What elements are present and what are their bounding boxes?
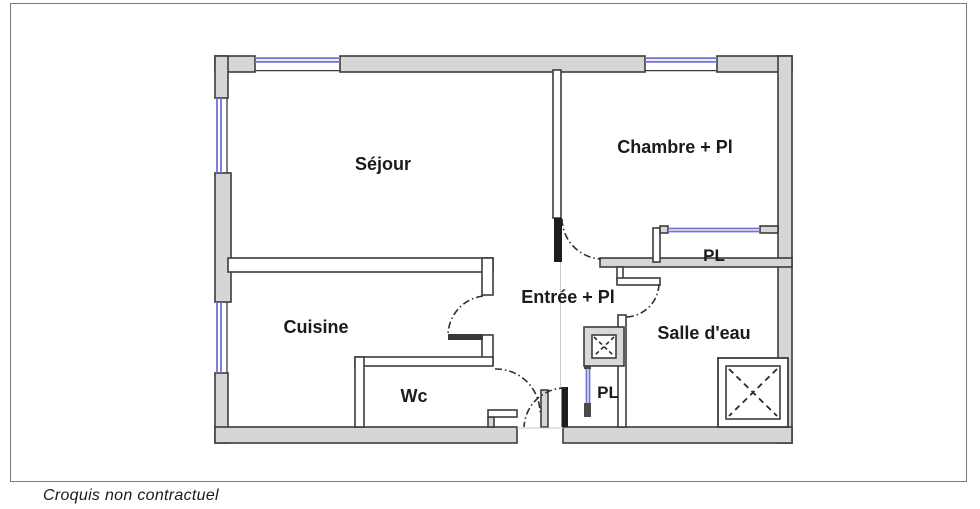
entrance-pier: [540, 389, 549, 428]
wall-chambre-bottom: [599, 257, 793, 268]
pl-chambre-cap-right: [759, 225, 779, 234]
wall-bottom-right: [562, 426, 793, 444]
door-leaf-cuisine: [448, 334, 483, 340]
wall-cuisine-right-upper: [481, 257, 494, 296]
outer-walls: [214, 55, 793, 444]
door-arc-wc: [494, 368, 541, 413]
wc-jamb-connector: [487, 416, 495, 428]
door-leaf-entrance: [561, 387, 568, 427]
room-labels: Séjour Chambre + Pl Cuisine Entrée + Pl …: [283, 137, 750, 406]
wall-top-mid: [339, 55, 646, 73]
duct-cross-icon: [593, 336, 615, 357]
room-label-pl-entree: PL: [597, 383, 619, 402]
room-label-pl-chambre: PL: [703, 246, 725, 265]
shower-cross-icon: [728, 368, 778, 417]
wall-pl-chambre-left: [652, 227, 661, 263]
room-label-salle-eau: Salle d'eau: [657, 323, 750, 343]
room-label-chambre: Chambre + Pl: [617, 137, 733, 157]
windows: [216, 57, 760, 403]
door-arc-entrance: [523, 387, 567, 428]
door-leaf-chambre: [554, 218, 562, 262]
guide-lines: [517, 262, 563, 429]
door-arc-cuisine: [447, 295, 484, 336]
wall-partition-sejour-chambre: [552, 69, 562, 219]
door-arcs: [447, 218, 660, 428]
caption-croquis: Croquis non contractuel: [43, 487, 219, 504]
room-label-cuisine: Cuisine: [283, 317, 348, 337]
shower-box: [717, 357, 789, 428]
wall-left-upper: [214, 55, 229, 99]
wall-sejour-cuisine: [227, 257, 494, 273]
wall-wc-jamb: [487, 409, 518, 418]
image-frame: [10, 3, 967, 482]
pl-chambre-cap-left: [659, 225, 669, 234]
window-inner-faces: [226, 69, 717, 373]
room-label-entree: Entrée + Pl: [521, 287, 615, 307]
room-label-wc: Wc: [401, 386, 428, 406]
room-label-sejour: Séjour: [355, 154, 411, 174]
duct-box: [583, 326, 625, 367]
door-leaves: [448, 218, 568, 427]
wall-salle-eau-left: [617, 314, 627, 428]
wall-left-pier: [214, 172, 232, 303]
wall-bottom-left: [214, 426, 518, 444]
wall-wc-left: [354, 356, 365, 428]
door-arc-salle-eau: [625, 283, 660, 318]
door-arc-chambre: [561, 218, 602, 260]
wall-wc-top: [354, 356, 494, 367]
interior-walls: [227, 69, 779, 428]
wall-salle-eau-stub: [616, 277, 661, 286]
